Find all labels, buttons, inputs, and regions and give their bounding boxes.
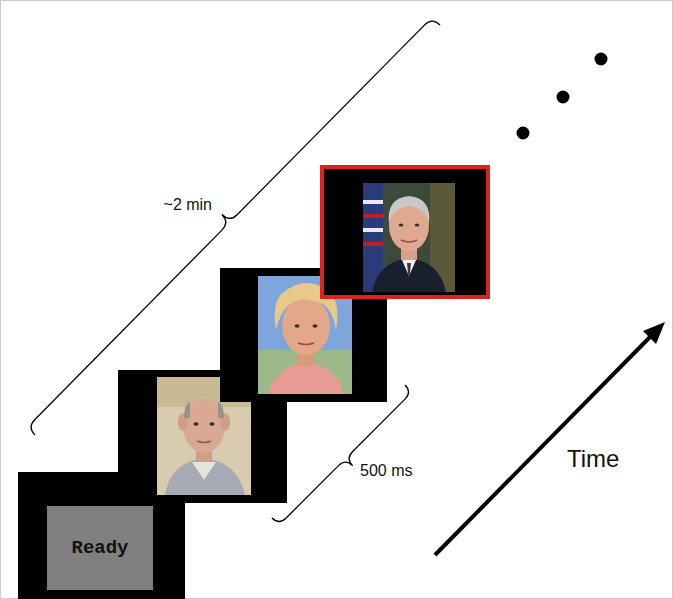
arrow-head <box>643 322 665 344</box>
ellipsis-dot <box>557 91 570 104</box>
time-arrow <box>435 337 650 555</box>
axis-label: Time <box>567 446 619 472</box>
duration-label: ~2 min <box>164 196 212 214</box>
duration-label: 500 ms <box>360 462 412 480</box>
ellipsis-dot <box>517 127 530 140</box>
target-frame <box>322 167 488 297</box>
brace <box>272 385 419 532</box>
screen-text: Ready <box>71 537 128 559</box>
brace <box>19 10 440 435</box>
face-photo <box>363 183 455 292</box>
ellipsis-dot <box>595 53 608 66</box>
ready-screen: Ready <box>47 506 153 590</box>
